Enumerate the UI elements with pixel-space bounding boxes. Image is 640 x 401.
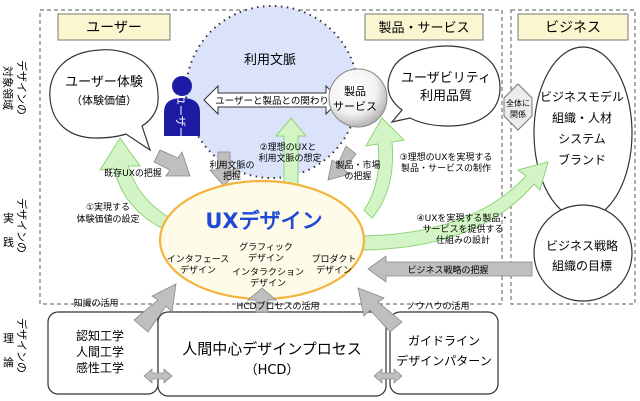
knowhow-label: ノウハウの活用 (406, 300, 469, 312)
product-market-label-line2: の把握 (344, 170, 371, 182)
provide-ux-arrow (355, 161, 549, 251)
business-model-item: 組織・人材 (552, 111, 612, 125)
product-market-arrow (327, 145, 357, 181)
svg-text:デザインの: デザインの (15, 198, 29, 253)
svg-text:論: 論 (3, 355, 14, 369)
relation-label: ユーザーと製品との関わり (215, 95, 329, 107)
ideal-ux-arrow (274, 117, 308, 189)
side-label-theory: デザインの 理 論 (3, 318, 29, 373)
strategy-grasp-arrow (367, 255, 533, 283)
context-title: 利用文脈 (244, 53, 296, 68)
guidelines-item: デザインパターン (396, 353, 491, 368)
interface-design-line1: インタフェース (167, 254, 230, 265)
business-model-item: システム (558, 132, 606, 146)
svg-text:践: 践 (3, 235, 14, 249)
context-grasp-arrow (209, 151, 239, 187)
cognitive-item: 認知工学 (76, 328, 124, 343)
business-model-item: ビジネスモデル (540, 89, 624, 104)
strategy-grasp-label: ビジネス戦略の把握 (407, 264, 488, 276)
context-grasp-label-line1: 利用文脈の (209, 159, 254, 171)
ideal-ux-label-line2: 利用文脈の想定 (258, 152, 321, 164)
provide-ux-label-line3: 仕組みの設計 (436, 234, 490, 246)
header-business: ビジネス (545, 20, 601, 36)
theory-link-left (143, 368, 173, 384)
header-user-box (57, 13, 171, 41)
header-user: ユーザー (86, 20, 142, 36)
knowledge-arrow (133, 283, 177, 333)
graphic-design-line1: グラフィック (239, 241, 293, 253)
svg-text:デザインの: デザインの (15, 60, 29, 115)
side-label-domain: デザインの 対象領域 (1, 60, 29, 115)
product-design-line1: プロダクト (311, 253, 356, 265)
experience-value-label-line2: 体験価値の設定 (76, 213, 139, 225)
realize-ux-label-line1: ③理想のUXを実現する (400, 151, 493, 163)
hcd-subtitle: （HCD） (245, 363, 300, 378)
provide-ux-label-line2: サービスを提供する (422, 223, 503, 235)
usability-bubble (387, 45, 501, 127)
whole-relation-line2: 関係 (510, 110, 526, 119)
cognitive-item: 人間工学 (76, 344, 124, 359)
knowhow-arrow (357, 287, 403, 333)
context-grasp-label-line2: 把握 (223, 170, 241, 182)
product-market-label-line1: 製品・市場 (335, 159, 380, 171)
svg-text:デザインの: デザインの (15, 318, 29, 373)
product-sphere (328, 68, 388, 128)
graphic-design-line2: デザイン (248, 252, 284, 264)
product-sphere-line2: サービス (333, 100, 377, 113)
user-figure-icon (164, 76, 200, 136)
business-strategy-ellipse (533, 204, 633, 302)
experience-value-label-line1: ①実現する (86, 201, 130, 213)
user-experience-title: ユーザー体験 (65, 75, 143, 90)
svg-text:理: 理 (3, 332, 14, 345)
hcd-use-label: HCDプロセスの活用 (237, 300, 320, 312)
usability-title: ユーザビリティ (401, 71, 491, 86)
header-business-box (517, 13, 629, 41)
business-dashed-box (510, 9, 636, 305)
provide-ux-label-line1: ④UXを実現する製品・ (417, 212, 510, 224)
realize-ux-label-line2: 製品・サービスの制作 (401, 162, 491, 174)
ideal-ux-label-line1: ②理想のUXと (260, 141, 317, 153)
business-model-item: ブランド (558, 152, 606, 167)
cognitive-item: 感性工学 (76, 360, 124, 375)
hcd-box (157, 311, 387, 397)
product-design-line2: デザイン (316, 264, 352, 276)
business-strategy-subtitle: 組織の目標 (552, 259, 612, 273)
realize-ux-arrow (363, 117, 406, 219)
knowledge-label: 知識の活用 (73, 297, 118, 309)
user-experience-bubble (49, 49, 159, 152)
hcd-title: 人間中心デザインプロセス (182, 340, 362, 358)
usability-subtitle: 利用品質 (420, 89, 472, 104)
existing-ux-arrow (153, 149, 191, 177)
header-product-box (364, 13, 484, 41)
guidelines-item: ガイドライン (408, 334, 480, 348)
user-experience-subtitle: （体験価値） (71, 93, 137, 107)
side-label-practice: デザインの 実 践 (3, 198, 29, 253)
theory-link-right (373, 368, 403, 384)
svg-text:対象領域: 対象領域 (1, 66, 15, 110)
experience-value-arrow (99, 137, 179, 233)
interaction-design-line1: インタラクション (232, 267, 304, 278)
hcd-use-arrow (246, 287, 278, 313)
header-product: 製品・サービス (378, 21, 469, 36)
business-strategy-title: ビジネス戦略 (546, 238, 618, 253)
ux-design-title: UXデザイン (205, 209, 322, 233)
svg-text:実: 実 (3, 211, 14, 225)
user-figure-label: ユーザー (174, 94, 187, 138)
existing-ux-label: 既存UXの把握 (104, 167, 162, 179)
product-sphere-line1: 製品 (344, 84, 366, 98)
whole-relation-line1: 全体に (506, 98, 530, 108)
interface-design-line2: デザイン (180, 264, 216, 276)
whole-relation-arrow (503, 83, 533, 131)
guidelines-box (389, 311, 499, 395)
interaction-design-line2: デザイン (250, 277, 286, 289)
